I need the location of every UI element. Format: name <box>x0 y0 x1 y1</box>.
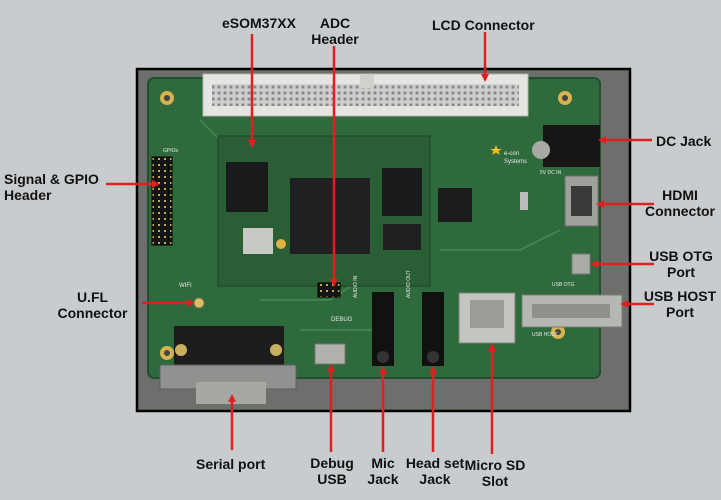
lcd-connector <box>202 73 529 117</box>
ic-small <box>520 192 528 210</box>
label-adc-header: ADC Header <box>311 15 359 47</box>
usb-otg-silk: USB OTG <box>552 282 575 288</box>
usb-host-silk: USB HOST <box>532 332 558 338</box>
label-dc-jack: DC Jack <box>656 133 712 149</box>
callout-arrows <box>106 32 654 454</box>
label-debug-usb: Debug USB <box>310 455 354 487</box>
label-usb-otg: USB OTG Port <box>649 248 713 280</box>
audio-out-silk: AUDIO OUT <box>406 270 412 298</box>
debug-silk: DEBUG <box>331 317 353 323</box>
audio-in-silk: AUDIO IN <box>353 275 359 298</box>
esom-module <box>217 135 431 287</box>
dc-jack <box>532 125 600 167</box>
headset-jack <box>422 292 444 366</box>
ufl-connector <box>193 297 205 309</box>
usb-host-port <box>521 294 623 328</box>
svg-text:Systems: Systems <box>504 159 527 165</box>
label-signal-gpio: Signal & GPIO Header <box>4 171 99 203</box>
label-microsd: Micro SD Slot <box>464 457 526 489</box>
svg-text:e-con: e-con <box>504 151 519 157</box>
label-lcd-connector: LCD Connector <box>432 17 535 33</box>
label-usb-host: USB HOST Port <box>643 288 717 320</box>
dc-in-silk: 5V DC IN <box>540 170 562 176</box>
mounting-holes <box>160 91 572 360</box>
brand-logo: e-con Systems <box>490 145 527 165</box>
label-mic-jack: Mic Jack <box>367 455 399 487</box>
wifi-silk: WIFI <box>179 283 192 289</box>
label-ufl: U.FL Connector <box>57 289 128 321</box>
gpio-header <box>151 156 173 246</box>
serial-port <box>159 326 297 404</box>
label-headset-jack: Head set Jack <box>405 455 465 487</box>
label-esom: eSOM37XX <box>222 15 296 31</box>
adc-header <box>317 282 341 298</box>
usb-otg-port <box>571 253 591 275</box>
debug-usb-port <box>314 343 346 365</box>
mic-jack <box>372 292 394 366</box>
microsd-slot <box>458 292 516 344</box>
ic-chip <box>438 188 472 222</box>
gpio-silk: GPIOs <box>163 148 179 154</box>
label-hdmi: HDMI Connector <box>645 187 715 219</box>
label-serial-port: Serial port <box>196 456 266 472</box>
